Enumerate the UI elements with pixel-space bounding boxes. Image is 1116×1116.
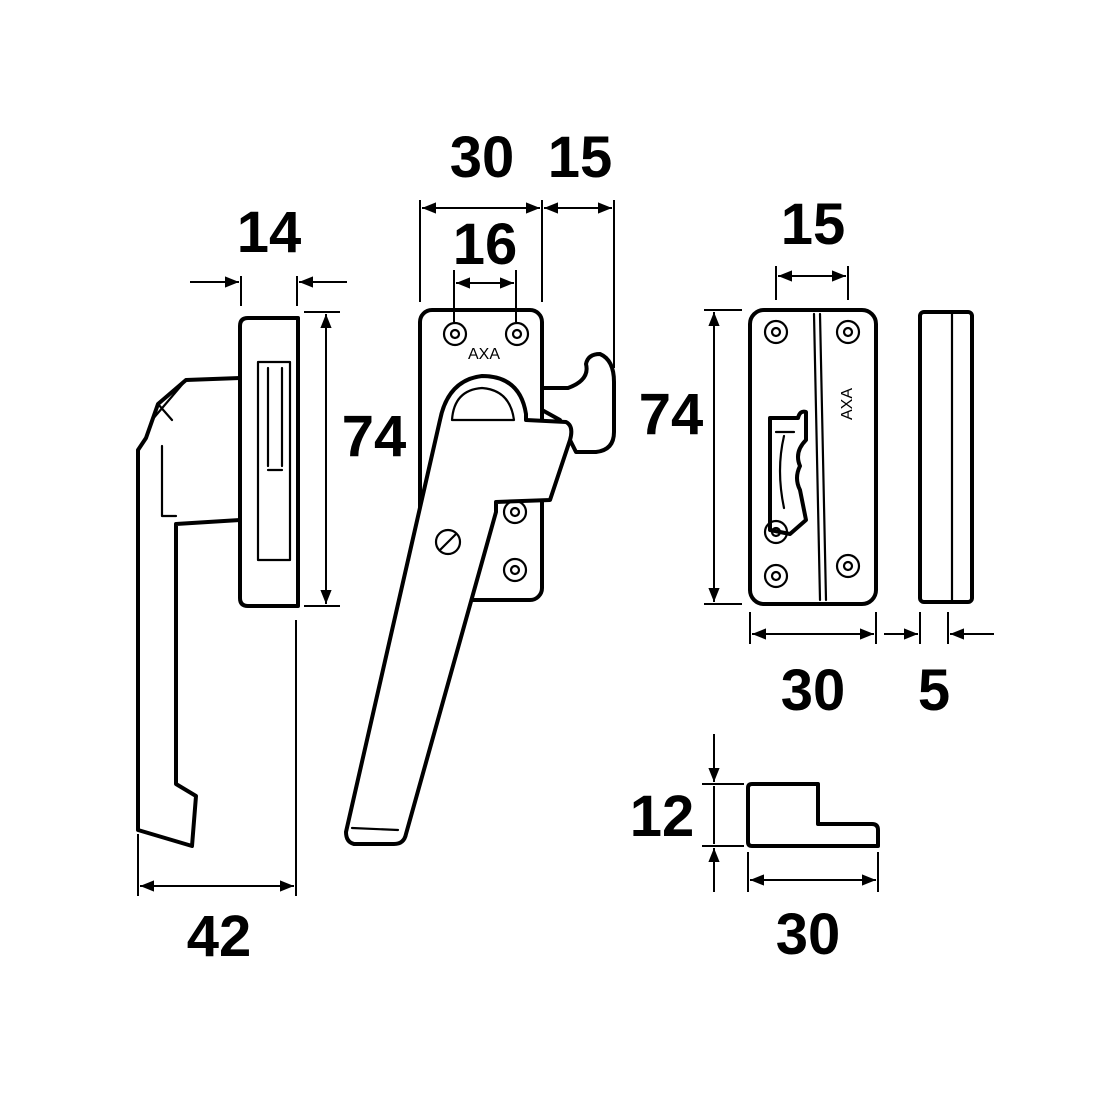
keeper-screw-bottom-left xyxy=(763,563,789,589)
dimension-keeper-slot-width: 15 xyxy=(775,192,849,300)
handle-side-lever xyxy=(136,376,242,848)
keeper-screw-middle-left xyxy=(763,519,789,545)
dimension-hole-spacing-label: 16 xyxy=(453,212,518,277)
keeper-plate xyxy=(748,308,878,606)
dimension-keeper-width-label: 30 xyxy=(781,658,846,723)
dimension-spacer-thickness: 5 xyxy=(884,612,994,723)
dimension-handle-height-label: 74 xyxy=(342,404,407,469)
dimension-handle-depth: 14 xyxy=(190,200,347,306)
keeper-screw-top-left xyxy=(763,319,789,345)
keeper-screw-bottom-right xyxy=(835,553,861,579)
handle-side-inner-detail xyxy=(256,360,292,562)
dimension-handle-depth-label: 14 xyxy=(237,200,302,265)
dimension-handle-width: 42 xyxy=(137,620,297,969)
handle-lever-pivot-recess xyxy=(450,386,516,422)
keeper-plate-view: AXA xyxy=(748,308,878,606)
dimension-hook-offset: 15 xyxy=(544,125,615,368)
dimension-plate-width-label: 30 xyxy=(450,125,515,190)
dimension-block-width: 30 xyxy=(747,852,879,967)
dimension-hook-offset-label: 15 xyxy=(548,125,613,190)
dimension-block-width-label: 30 xyxy=(776,902,841,967)
handle-lever-tip xyxy=(350,826,400,832)
dimension-keeper-width: 30 xyxy=(749,612,877,723)
handle-side-mounting-block xyxy=(238,316,300,608)
lever-slotted-screw xyxy=(434,528,462,556)
dimension-spacer-thickness-label: 5 xyxy=(918,658,950,723)
spacer-strip xyxy=(918,310,974,604)
plate-screw-top-right xyxy=(504,321,530,347)
handle-brand-logo: AXA xyxy=(468,346,500,363)
spacer-strip-view xyxy=(918,310,974,604)
keeper-screw-top-right xyxy=(835,319,861,345)
dimension-handle-width-label: 42 xyxy=(187,904,252,969)
handle-front-view: AXA xyxy=(344,308,616,846)
dimension-hole-spacing: 16 xyxy=(453,212,518,322)
stepped-block xyxy=(746,782,880,848)
stepped-block-view xyxy=(746,782,880,848)
handle-side-view xyxy=(136,316,300,848)
handle-hook xyxy=(540,352,616,454)
dimension-keeper-height: 74 xyxy=(639,309,742,605)
dimension-block-height: 12 xyxy=(630,734,744,892)
keeper-ramp-lines xyxy=(812,312,828,602)
keeper-catch-slot xyxy=(768,409,808,536)
handle-side-lever-detail xyxy=(150,378,188,518)
plate-screw-middle xyxy=(502,499,528,525)
handle-lever xyxy=(344,374,574,846)
plate-screw-bottom xyxy=(502,557,528,583)
plate-screw-top-left xyxy=(442,321,468,347)
keeper-brand-logo: AXA xyxy=(839,388,856,420)
keeper-catch-detail xyxy=(774,430,796,510)
dimension-handle-height: 74 xyxy=(304,311,407,607)
dimension-block-height-label: 12 xyxy=(630,784,695,849)
dimension-keeper-slot-width-label: 15 xyxy=(781,192,846,257)
dimension-plate-width: 30 xyxy=(419,125,543,302)
dimension-keeper-height-label: 74 xyxy=(639,382,704,447)
